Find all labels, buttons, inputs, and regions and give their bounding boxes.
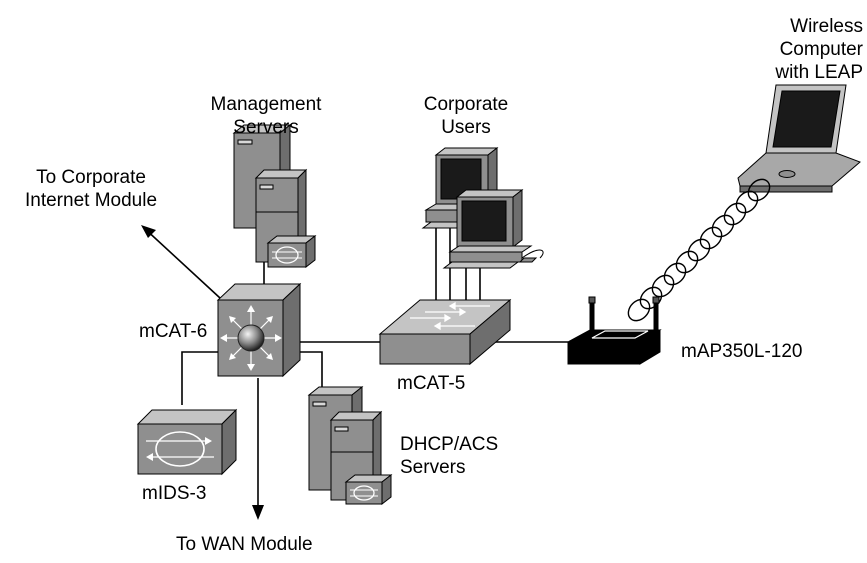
arrowhead-wan [252,505,264,520]
link-mcat6-internet [142,226,221,299]
corporate-users-label-line1: Corporate [423,94,509,115]
mids3-sensor-icon [136,408,238,476]
corporate-users-label: Corporate Users [404,93,528,139]
mcat5-label: mCAT-5 [397,373,466,394]
dhcp-acs-label-line2: Servers [400,457,466,478]
laptop-icon [737,84,861,193]
management-servers-label: Management Servers [196,93,336,139]
to-internet-label-line1: To Corporate [36,167,146,188]
link-mcat6-dhcp [300,351,323,390]
to-internet-label-line2: Internet Module [24,190,158,211]
map350-label: mAP350L-120 [681,341,803,362]
management-servers-label-line1: Management [210,94,322,115]
wireless-computer-label-line2: Computer [779,39,863,60]
mcat5-switch-icon [378,298,512,366]
management-servers-label-line2: Servers [233,117,299,138]
link-mcat6-mids3 [181,351,218,405]
mcat6-label: mCAT-6 [139,321,208,342]
mcat6-switch-icon [216,282,302,378]
to-internet-label: To Corporate Internet Module [8,166,174,212]
to-wan-label: To WAN Module [176,534,313,555]
wireless-link-coil [627,178,771,322]
arrowhead-internet [141,225,156,238]
access-point-icon [567,296,662,365]
dhcp-acs-label-line1: DHCP/ACS [400,434,499,455]
wireless-computer-label-line1: Wireless [790,16,863,37]
management-servers-icon [232,123,317,269]
corporate-users-label-line2: Users [441,117,491,138]
wireless-computer-label: Wireless Computer with LEAP [730,15,863,84]
dhcp-acs-label: DHCP/ACS Servers [400,433,498,479]
corporate-users-icon [421,146,544,269]
wireless-computer-label-line3: with LEAP [775,62,863,83]
mids3-label: mIDS-3 [142,483,207,504]
dhcp-acs-servers-icon [307,385,393,506]
